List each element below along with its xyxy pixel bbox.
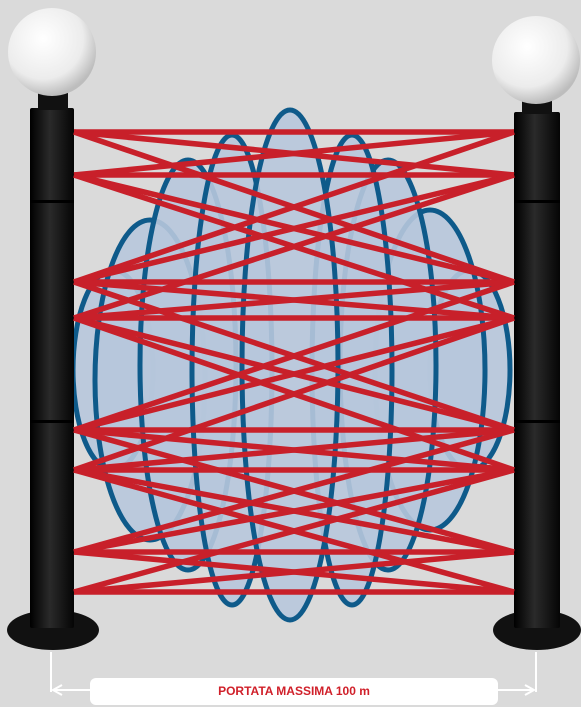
right-post-joint [514, 420, 560, 423]
detection-lobes [73, 110, 510, 620]
left-post-body [30, 108, 74, 628]
range-label: PORTATA MASSIMA 100 m [90, 678, 498, 705]
left-post-joint [30, 420, 74, 423]
right-post-joint [514, 200, 560, 203]
left-post-joint [30, 200, 74, 203]
lamp-globe-icon [8, 8, 96, 96]
lamp-globe-icon [492, 16, 580, 104]
right-post-body [514, 112, 560, 628]
